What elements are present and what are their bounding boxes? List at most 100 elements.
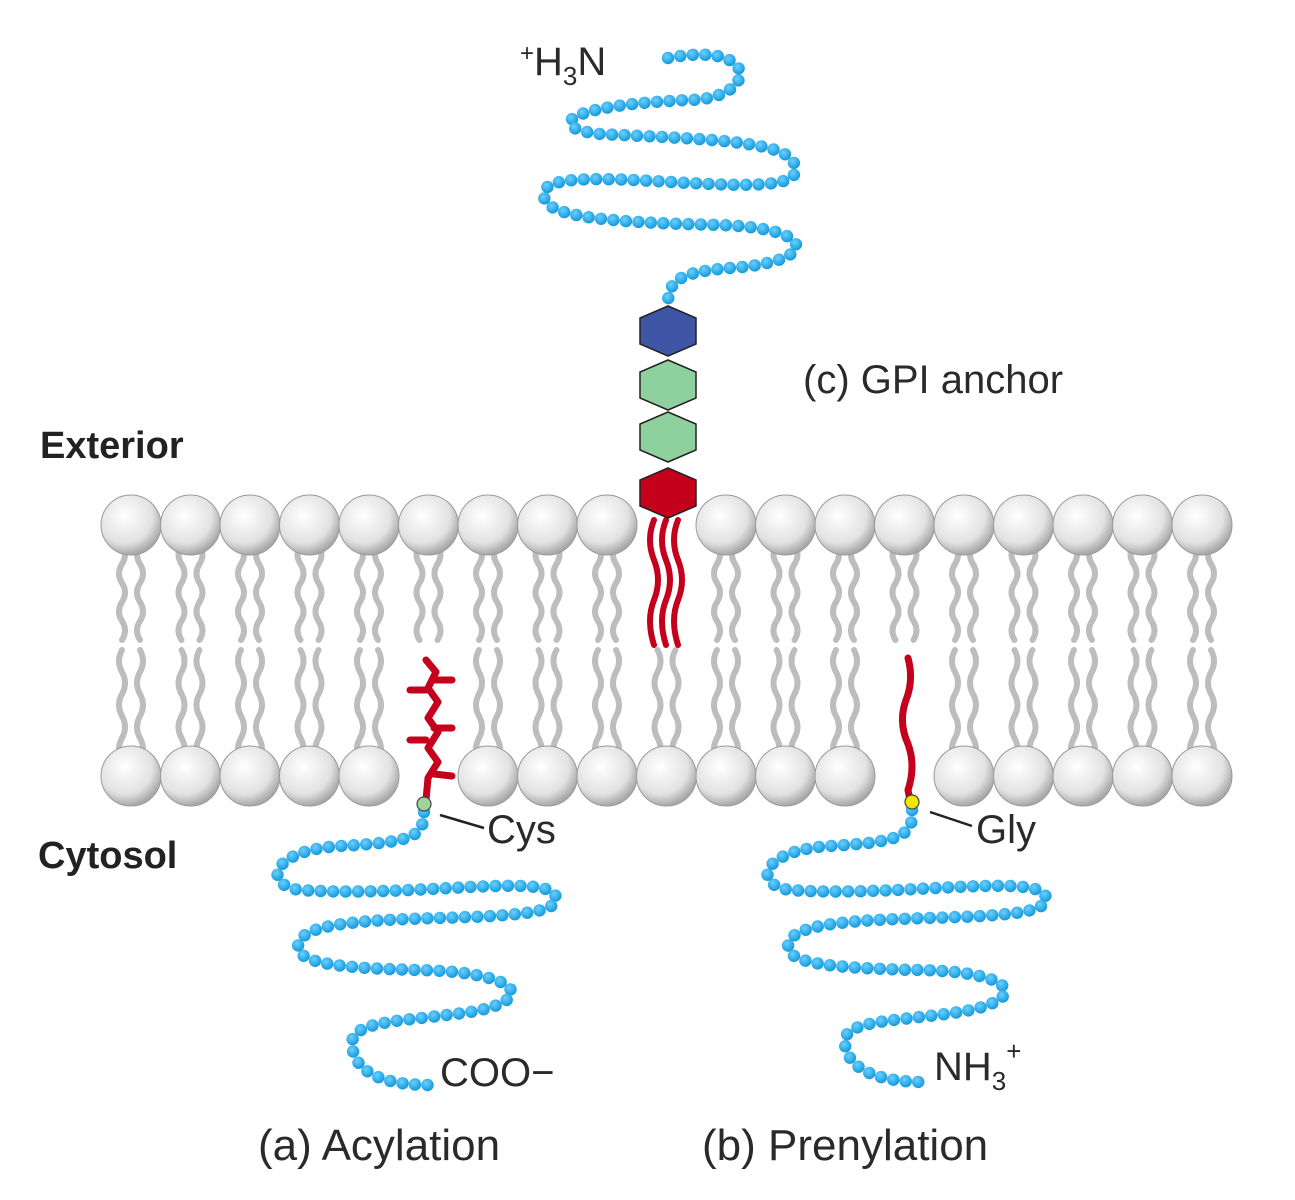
- amino-acid-bead: [904, 883, 917, 896]
- amino-acid-bead: [887, 1013, 901, 1027]
- lipid-head: [814, 494, 876, 556]
- amino-acid-bead: [372, 836, 385, 850]
- amino-acid-bead: [570, 208, 583, 222]
- amino-acid-bead: [433, 964, 446, 977]
- lipid-tail: [788, 542, 801, 643]
- amino-acid-bead: [339, 885, 352, 898]
- amino-acid-bead: [925, 1009, 938, 1022]
- exterior-label: Exterior: [40, 425, 184, 467]
- lipid-tail: [235, 542, 247, 643]
- lipid-head: [636, 745, 697, 807]
- amino-acid-bead: [605, 128, 619, 141]
- amino-acid-bead: [494, 975, 507, 989]
- amino-acid-bead: [755, 140, 768, 153]
- lipid-head: [1112, 745, 1173, 807]
- amino-acid-bead: [321, 920, 335, 933]
- amino-acid-bead: [800, 842, 813, 856]
- amino-acid-bead: [496, 909, 509, 922]
- amino-acid-bead: [378, 1016, 391, 1029]
- gpi-anchor: [639, 305, 697, 648]
- lipid-head: [100, 494, 162, 556]
- lipid-tail: [889, 542, 902, 643]
- amino-acid-bead: [698, 264, 712, 278]
- lipid-tail: [967, 542, 979, 643]
- amino-acid-bead: [887, 831, 900, 845]
- lipid-tail: [431, 542, 444, 643]
- amino-acid-bead: [887, 1073, 900, 1086]
- amino-acid-bead: [384, 835, 398, 848]
- amino-acid-bead: [851, 1021, 864, 1034]
- amino-acid-bead: [788, 929, 801, 942]
- amino-acid-bead: [836, 916, 849, 929]
- lipid-tail: [193, 542, 206, 643]
- amino-acid-bead: [702, 177, 715, 191]
- lipid-tail: [1086, 647, 1098, 763]
- amino-acid-bead: [799, 954, 812, 967]
- lipid-tail: [532, 542, 545, 643]
- amino-acid-bead: [675, 271, 688, 285]
- lipid-tail: [770, 647, 783, 763]
- lipid-head: [457, 494, 519, 556]
- amino-acid-bead: [314, 884, 327, 898]
- amino-acid-bead: [333, 959, 346, 972]
- amino-acid-bead: [1016, 880, 1030, 894]
- amino-acid-bead: [625, 97, 639, 111]
- amino-acid-bead: [539, 882, 552, 896]
- amino-acid-bead: [426, 882, 440, 896]
- amino-acid-bead: [483, 909, 497, 923]
- lipid-head: [398, 494, 459, 556]
- amino-acid-bead: [298, 929, 311, 942]
- lipid-tail: [1145, 542, 1158, 643]
- prenylation-caption: (b) Prenylation: [702, 1121, 988, 1170]
- amino-acid-bead: [804, 884, 817, 898]
- amino-acid-bead: [345, 960, 359, 973]
- amino-acid-bead: [874, 834, 888, 848]
- amino-acid-bead: [863, 1066, 876, 1080]
- amino-acid-bead: [941, 881, 955, 894]
- lipid-tail: [711, 647, 723, 763]
- amino-acid-bead: [489, 999, 502, 1012]
- polypeptide-chains: [271, 48, 1052, 1092]
- lipid-tail: [729, 647, 741, 763]
- amino-acid-bead: [954, 880, 967, 893]
- lipid-head: [993, 745, 1054, 807]
- amino-acid-bead: [452, 1007, 466, 1020]
- lipid-tail: [550, 647, 563, 763]
- amino-acid-bead: [898, 826, 911, 839]
- amino-acid-bead: [371, 914, 384, 927]
- amino-acid-bead: [714, 178, 728, 191]
- amino-acid-bead: [403, 1013, 416, 1026]
- amino-acid-bead: [582, 211, 595, 224]
- amino-acid-bead: [823, 918, 837, 931]
- amino-acid-bead: [948, 965, 961, 979]
- inner-leaflet-tails: [116, 647, 1217, 763]
- amino-acid-bead: [962, 1004, 975, 1017]
- lipid-tail: [610, 542, 622, 643]
- amino-acid-bead: [390, 1014, 404, 1027]
- prenyl-lipid-chain: [899, 654, 916, 804]
- amino-acid-bead: [850, 837, 863, 851]
- amino-acid-bead: [719, 219, 732, 232]
- gpi-sugar-green-hexagon: [639, 359, 697, 411]
- amino-acid-bead: [840, 1028, 854, 1041]
- amino-acid-bead: [705, 133, 719, 147]
- gpi-lipid-tails: [647, 517, 685, 648]
- amino-acid-bead: [593, 127, 606, 141]
- amino-acid-bead: [899, 1075, 912, 1088]
- amino-acid-bead: [615, 173, 628, 186]
- amino-acid-bead: [979, 879, 992, 893]
- amino-acid-bead: [767, 878, 781, 891]
- lipid-tail: [1008, 542, 1021, 643]
- amino-acid-bead: [397, 832, 410, 846]
- amino-acid-bead: [477, 1003, 490, 1016]
- amino-acid-bead: [643, 130, 656, 143]
- amino-acid-bead: [861, 962, 874, 975]
- amino-acid-bead: [470, 968, 483, 982]
- amino-acid-bead: [929, 881, 942, 895]
- lipid-tail: [1086, 542, 1098, 643]
- lipid-tail: [372, 647, 384, 763]
- amino-acid-bead: [366, 1019, 379, 1032]
- amino-acid-bead: [277, 878, 291, 891]
- amino-acid-bead: [662, 291, 675, 305]
- lipid-tail: [1127, 542, 1140, 643]
